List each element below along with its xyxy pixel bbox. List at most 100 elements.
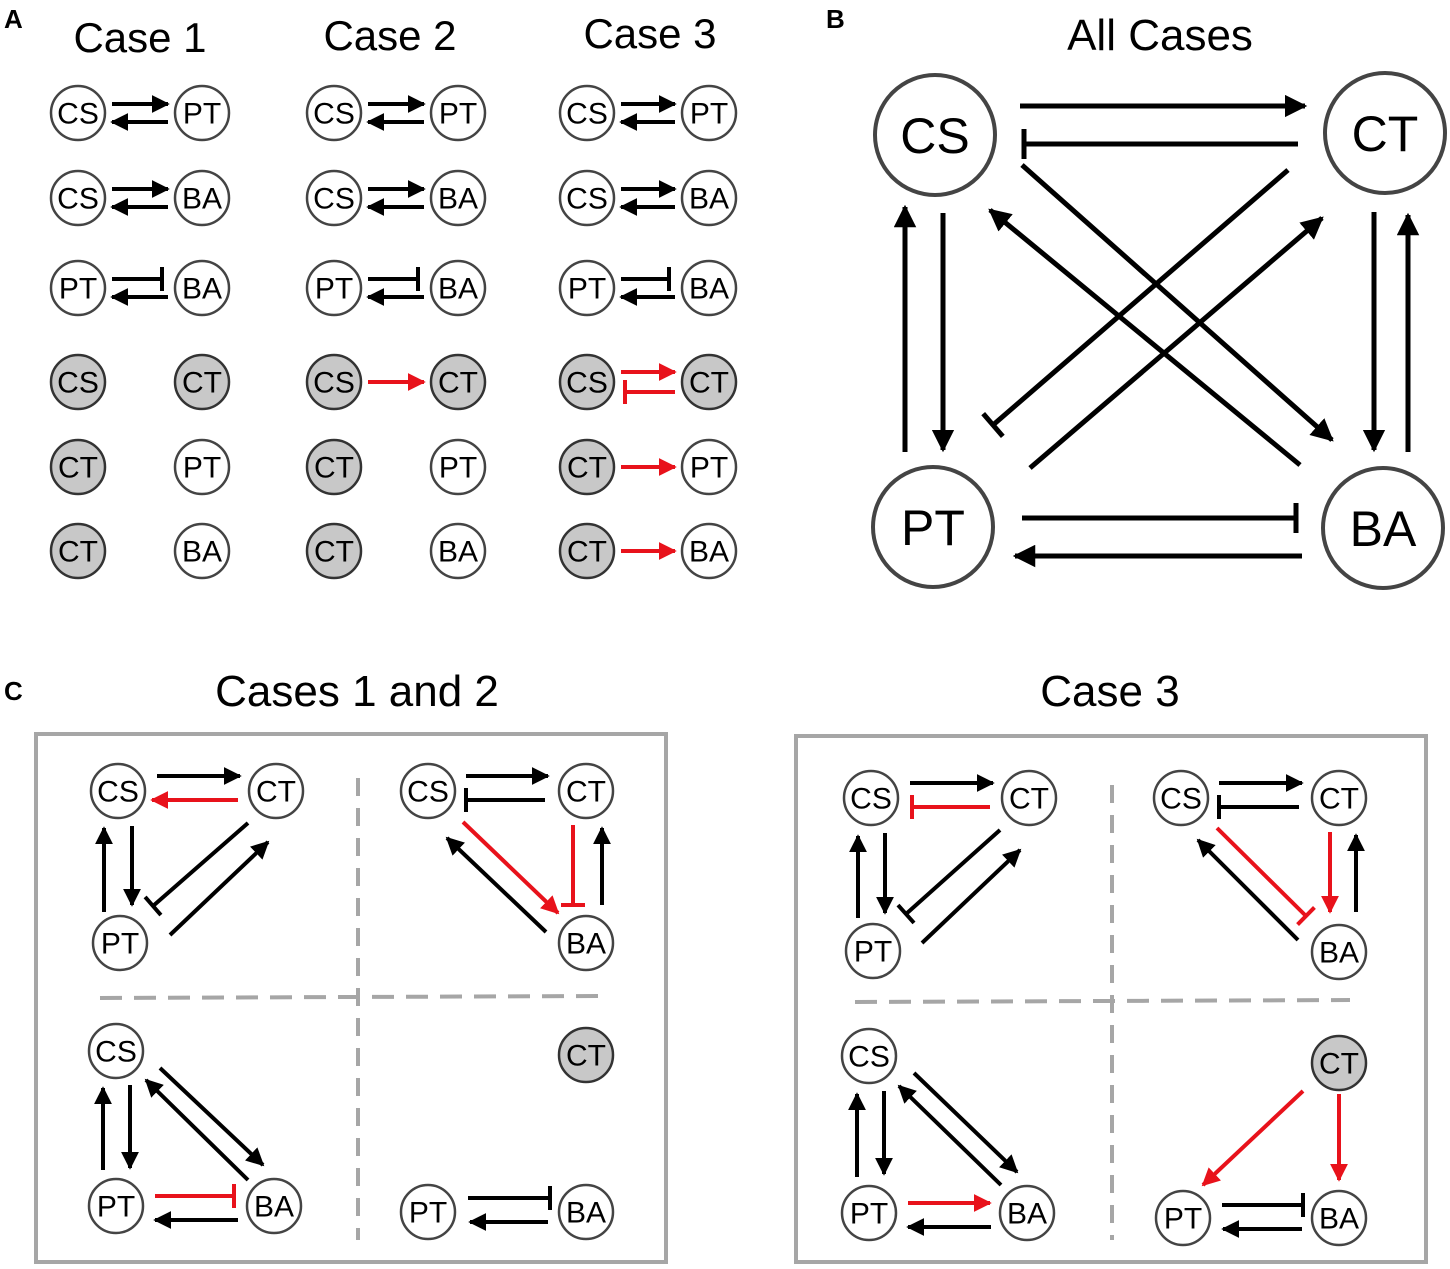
node-label: CS	[566, 367, 608, 400]
node-ct-a13r: CT	[429, 353, 487, 411]
node-label: CS	[848, 1041, 890, 1074]
node-label: CT	[1352, 106, 1419, 162]
edge-inhibition-d4c	[1222, 1193, 1305, 1217]
node-label: PT	[850, 1198, 888, 1231]
node-label: BA	[182, 183, 222, 216]
node-pt-d1pt: PT	[844, 922, 902, 980]
edge-inhibition-d1e	[896, 828, 1002, 925]
node-ct-a05l: CT	[49, 522, 107, 580]
case-3-title: Case 3	[1040, 667, 1179, 716]
node-label: CT	[567, 452, 607, 485]
node-label: CS	[57, 183, 99, 216]
node-pt-d4pt: PT	[1154, 1189, 1212, 1247]
node-cs-a11l: CS	[305, 169, 363, 227]
node-label: BA	[254, 1191, 294, 1224]
node-label: BA	[566, 928, 606, 961]
node-cs-bcs: CS	[873, 73, 997, 197]
node-pt-c1pt: PT	[91, 914, 149, 972]
edge-activation-b12	[1028, 216, 1324, 470]
node-pt-a00r: PT	[173, 84, 231, 142]
node-ct-d2ct: CT	[1310, 769, 1368, 827]
panel-letter-a: A	[4, 4, 23, 34]
node-label: BA	[182, 536, 222, 569]
node-label: PT	[183, 452, 221, 485]
edge-activation-c1f	[168, 840, 270, 937]
node-label: PT	[183, 98, 221, 131]
edge-activation-d3c	[912, 1071, 1019, 1174]
node-label: CT	[256, 776, 296, 809]
edges-layer	[94, 94, 1420, 1238]
node-label: BA	[438, 536, 478, 569]
case-3-header: Case 3	[583, 10, 716, 57]
edge-inhibition-a12f	[368, 267, 420, 291]
node-label: CT	[1319, 783, 1359, 816]
edge-activation-d2f	[1196, 838, 1300, 942]
node-label: CS	[566, 98, 608, 131]
node-label: BA	[689, 536, 729, 569]
node-cs-a21l: CS	[558, 169, 616, 227]
node-label: CT	[566, 1040, 606, 1073]
node-label: PT	[690, 452, 728, 485]
node-label: CS	[313, 183, 355, 216]
node-label: CS	[57, 367, 99, 400]
edge-inhibition-b2	[1021, 129, 1298, 159]
node-cs-d2cs: CS	[1152, 769, 1210, 827]
node-ct-bct: CT	[1323, 71, 1447, 195]
node-label: BA	[689, 273, 729, 306]
node-cs-a13l: CS	[305, 353, 363, 411]
node-ba-bba: BA	[1321, 466, 1445, 590]
node-label: CT	[314, 536, 354, 569]
node-label: BA	[438, 273, 478, 306]
node-label: PT	[101, 928, 139, 961]
node-label: CS	[407, 776, 449, 809]
node-label: CT	[58, 536, 98, 569]
case-3-frame	[794, 734, 1428, 1264]
node-cs-c1cs: CS	[89, 762, 147, 820]
edge-activation-c2f	[445, 836, 548, 934]
edge-inhibition-b11	[981, 168, 1290, 438]
node-ba-a12r: BA	[429, 259, 487, 317]
node-pt-c4pt: PT	[399, 1183, 457, 1241]
node-label: PT	[439, 452, 477, 485]
panel-letter-c: C	[4, 676, 23, 706]
node-label: BA	[1007, 1198, 1047, 1231]
cases-1-and-2-title: Cases 1 and 2	[215, 667, 499, 716]
panel-letter-b: B	[826, 4, 845, 34]
node-ba-a11r: BA	[429, 169, 487, 227]
node-label: CT	[689, 367, 729, 400]
node-label: BA	[182, 273, 222, 306]
node-ct-a24l: CT	[558, 438, 616, 496]
node-ba-a05r: BA	[173, 522, 231, 580]
node-cs-a10l: CS	[305, 84, 363, 142]
edge-activation-d3d	[897, 1084, 1003, 1187]
node-ba-c2ba: BA	[557, 914, 615, 972]
node-label: CS	[850, 783, 892, 816]
edge-inhibition-d1b	[910, 795, 990, 819]
node-label: PT	[409, 1197, 447, 1230]
case-2-header: Case 2	[323, 12, 456, 59]
node-ct-a04l: CT	[49, 438, 107, 496]
edge-activation-b10	[988, 208, 1302, 467]
edge-activation-d4b	[1201, 1089, 1305, 1187]
node-pt-a22l: PT	[558, 259, 616, 317]
node-ct-a15l: CT	[305, 522, 363, 580]
node-ct-a14l: CT	[305, 438, 363, 496]
node-label: CT	[566, 776, 606, 809]
node-label: CS	[900, 108, 969, 164]
edge-inhibition-a22f	[621, 267, 671, 291]
edge-inhibition-d2b	[1217, 795, 1299, 819]
node-label: CT	[182, 367, 222, 400]
node-cs-a20l: CS	[558, 84, 616, 142]
edge-inhibition-a02f	[112, 267, 164, 291]
node-cs-a03l: CS	[49, 353, 107, 411]
edge-activation-c2e	[461, 820, 560, 915]
edge-inhibition-c1e	[143, 821, 250, 917]
node-label: PT	[315, 273, 353, 306]
edge-activation-c3d	[144, 1078, 250, 1182]
node-label: PT	[901, 500, 965, 556]
node-label: CS	[95, 1036, 137, 1069]
node-cs-d1cs: CS	[842, 769, 900, 827]
node-ba-a01r: BA	[173, 169, 231, 227]
nodes-layer: CS PT CS BA PT BA CS CT CT PT CT BA CS PT CS BA PT BA CS CT…	[49, 71, 1447, 1247]
